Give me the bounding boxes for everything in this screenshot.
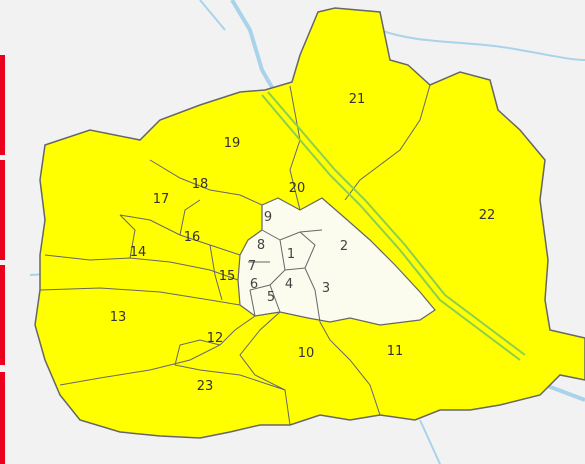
district-label-19: 19 bbox=[224, 136, 241, 151]
district-label-14: 14 bbox=[130, 245, 147, 260]
district-borders bbox=[39, 84, 431, 426]
district-label-18: 18 bbox=[192, 177, 209, 192]
inner-districts bbox=[237, 197, 436, 326]
district-label-9: 9 bbox=[264, 210, 272, 225]
accent-bar-4 bbox=[0, 372, 5, 464]
district-label-21: 21 bbox=[349, 92, 366, 107]
district-label-15: 15 bbox=[219, 269, 236, 284]
district-label-17: 17 bbox=[153, 192, 170, 207]
district-label-10: 10 bbox=[298, 346, 315, 361]
district-label-22: 22 bbox=[479, 208, 496, 223]
district-label-23: 23 bbox=[197, 379, 214, 394]
district-label-11: 11 bbox=[387, 344, 404, 359]
accent-bar-3 bbox=[0, 265, 5, 365]
district-label-3: 3 bbox=[322, 281, 330, 296]
district-label-6: 6 bbox=[250, 277, 258, 292]
district-label-7: 7 bbox=[248, 259, 256, 274]
district-label-5: 5 bbox=[267, 290, 275, 305]
accent-bar-2 bbox=[0, 160, 5, 260]
accent-bar-1 bbox=[0, 55, 5, 155]
district-label-16: 16 bbox=[184, 230, 201, 245]
district-label-1: 1 bbox=[287, 247, 295, 262]
rail-lines bbox=[261, 91, 526, 361]
district-label-8: 8 bbox=[257, 238, 265, 253]
district-label-4: 4 bbox=[285, 277, 293, 292]
district-label-13: 13 bbox=[110, 310, 127, 325]
district-label-12: 12 bbox=[207, 331, 224, 346]
district-label-20: 20 bbox=[289, 181, 306, 196]
district-label-2: 2 bbox=[340, 239, 348, 254]
